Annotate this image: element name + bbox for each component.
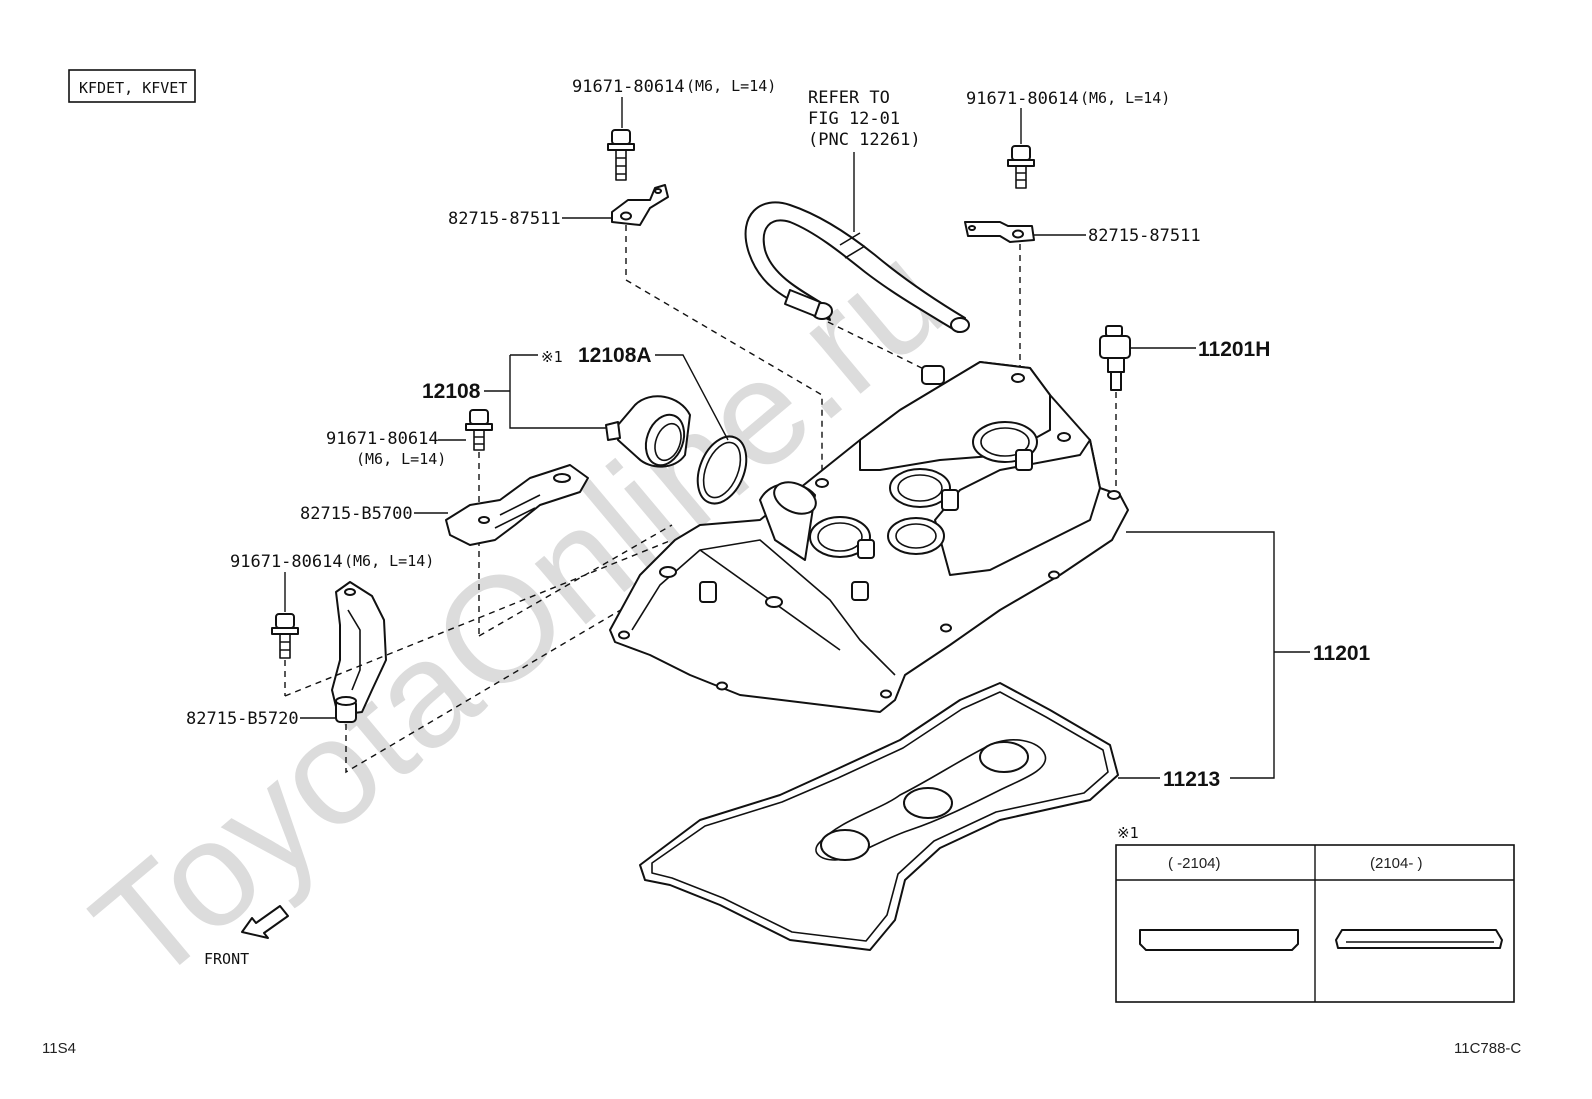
bracket-top-left-dash <box>625 225 823 475</box>
bracket-low-left <box>331 581 387 723</box>
bolt-low-left-spec: (M6, L=14) <box>344 552 434 570</box>
bracket-low-left-label: 82715-B5720 <box>186 709 299 729</box>
bracket-low-left-dash-b <box>345 574 681 774</box>
footer-left-code: 11S4 <box>42 1040 76 1057</box>
oil-cap-note: ※1 <box>541 348 563 366</box>
bolt-mid-left <box>465 409 493 451</box>
oil-cap-leader <box>484 355 606 429</box>
oil-cap-label: 12108 <box>422 380 481 403</box>
variant-column-1: ( -2104) <box>1168 855 1221 872</box>
bracket-top-left <box>611 184 669 226</box>
plug-label: 11201H <box>1198 338 1270 361</box>
gasket-variant-late <box>1335 929 1503 949</box>
breather-hose <box>744 201 970 333</box>
engine-tag-box <box>68 69 196 103</box>
bolt-low-left <box>271 613 299 659</box>
footer-right-code: 11C788-C <box>1454 1040 1521 1057</box>
bolt-mid-left-label: 91671-80614 <box>326 429 439 449</box>
variant-table: ※1 ( -2104) (2104- ) <box>1115 824 1515 1003</box>
variant-column-2: (2104- ) <box>1370 855 1423 872</box>
cover-gasket-label: 11213 <box>1163 768 1220 791</box>
bracket-top-right <box>964 221 1035 243</box>
bracket-top-right-label: 82715-87511 <box>1088 226 1201 246</box>
plug-11201H <box>1099 325 1131 391</box>
bracket-mid-left <box>445 464 589 546</box>
hose-dash <box>827 321 931 373</box>
bolt-top-right <box>1007 145 1035 189</box>
refer-line-2: FIG 12-01 <box>808 109 900 129</box>
bolt-top-left-spec: (M6, L=14) <box>686 77 776 95</box>
variant-table-note: ※1 <box>1117 824 1139 842</box>
bracket-mid-left-label: 82715-B5700 <box>300 504 413 524</box>
engine-tag: KFDET, KFVET <box>79 79 187 97</box>
refer-line-1: REFER TO <box>808 88 890 108</box>
bolt-mid-left-spec: (M6, L=14) <box>356 450 446 468</box>
bolt-low-left-label: 91671-80614 <box>230 552 343 572</box>
bolt-top-left-label: 91671-80614 <box>572 77 685 97</box>
head-cover-gasket <box>639 682 1119 951</box>
front-arrow-icon <box>241 905 289 939</box>
bolt-top-right-label: 91671-80614 <box>966 89 1079 109</box>
gasket-leader <box>510 354 729 441</box>
oil-cap-gasket-12108A <box>696 435 748 505</box>
bolt-top-right-spec: (M6, L=14) <box>1080 89 1170 107</box>
bolt-top-left <box>607 129 635 181</box>
cover-bracket-leader <box>1126 531 1275 779</box>
bracket-top-left-label: 82715-87511 <box>448 209 561 229</box>
oil-cap-gasket-label: 12108A <box>578 344 652 367</box>
cover-assy-label: 11201 <box>1313 642 1371 665</box>
front-label: FRONT <box>204 950 249 968</box>
oil-cap-12108 <box>605 395 691 468</box>
bracket-mid-left-dash <box>478 524 673 637</box>
cylinder-head-cover <box>609 361 1129 713</box>
refer-line-3: (PNC 12261) <box>808 130 921 150</box>
bracket-low-left-dash-a <box>284 539 673 697</box>
gasket-variant-early <box>1139 929 1299 951</box>
